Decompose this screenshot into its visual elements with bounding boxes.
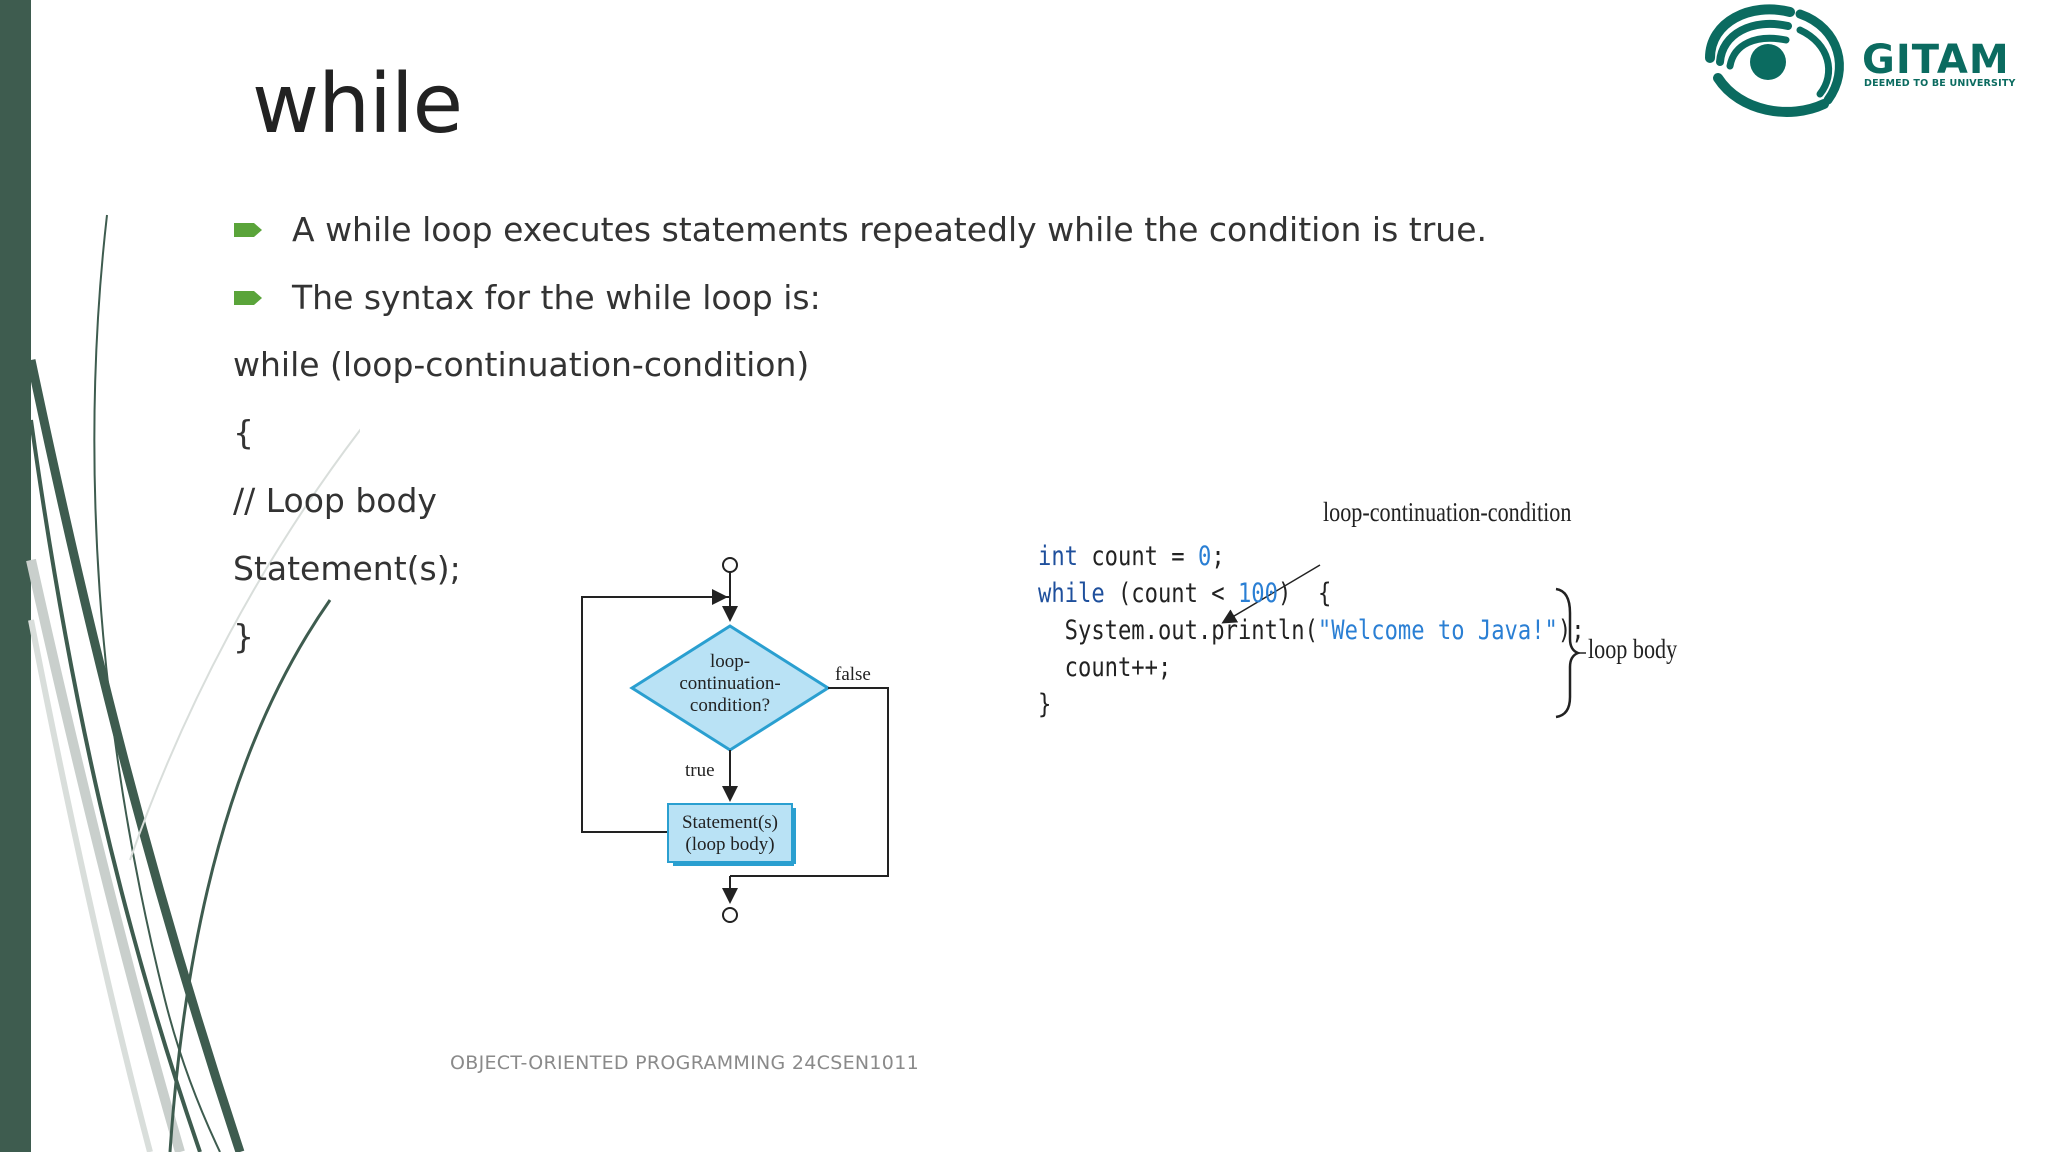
syntax-line: { xyxy=(233,413,254,452)
syntax-line: } xyxy=(233,617,254,656)
statement-label-2: (loop body) xyxy=(685,834,774,855)
statement-label-1: Statement(s) xyxy=(682,812,778,833)
syntax-line: while (loop-continuation-condition) xyxy=(233,345,810,384)
annotation-lines xyxy=(1221,564,1586,719)
condition-label-2: continuation- xyxy=(679,673,780,694)
gitam-logo-emblem-icon xyxy=(1705,4,1844,117)
code-literal: 100 xyxy=(1237,578,1278,609)
code-line-3: System.out.println("Welcome to Java!"); xyxy=(1038,615,1585,646)
true-label: true xyxy=(685,760,715,781)
syntax-line: // Loop body xyxy=(233,481,437,520)
left-accent-bar xyxy=(0,0,31,1152)
end-node xyxy=(722,907,738,923)
decorative-leaf-lines xyxy=(26,214,360,1152)
start-node xyxy=(722,557,738,573)
code-text: ; xyxy=(1211,541,1225,572)
bullet-text: A while loop executes statements repeate… xyxy=(292,210,1487,249)
code-line-2: while (count < 100) { xyxy=(1038,578,1331,609)
arrow-bullet-icon xyxy=(234,290,262,305)
code-line-5: } xyxy=(1038,689,1052,720)
logo-tagline: DEEMED TO BE UNIVERSITY xyxy=(1864,78,2016,89)
code-keyword: while xyxy=(1038,578,1105,609)
false-label: false xyxy=(835,664,871,685)
logo-wordmark: GITAM xyxy=(1862,37,2010,83)
arrow-bullet-icon xyxy=(234,222,262,237)
bullet-item-2: The syntax for the while loop is: xyxy=(234,278,821,317)
syntax-line: Statement(s); xyxy=(233,549,461,588)
while-loop-flowchart: loop- continuation- condition? true fals… xyxy=(581,557,889,923)
slide-title: while xyxy=(252,57,463,152)
code-line-1: int count = 0; xyxy=(1038,541,1225,572)
statement-box xyxy=(667,803,793,863)
code-line-4: count++; xyxy=(1038,652,1172,683)
code-text: ) { xyxy=(1277,578,1332,609)
condition-label-1: loop- xyxy=(710,651,750,672)
code-text: (count < xyxy=(1104,578,1238,609)
bullet-text: The syntax for the while loop is: xyxy=(292,278,821,317)
code-literal: "Welcome to Java!" xyxy=(1317,615,1558,646)
code-text: System.out.println( xyxy=(1038,615,1318,646)
code-text: ); xyxy=(1557,615,1585,646)
code-keyword: int xyxy=(1038,541,1079,572)
annotation-loop-body: loop body xyxy=(1588,634,1678,664)
code-text: count = xyxy=(1078,541,1198,572)
bullet-item-1: A while loop executes statements repeate… xyxy=(234,210,1487,249)
annotation-condition: loop-continuation-condition xyxy=(1323,497,1572,527)
slide-footer: OBJECT-ORIENTED PROGRAMMING 24CSEN1011 xyxy=(450,1052,919,1074)
condition-label-3: condition? xyxy=(690,695,770,716)
code-literal: 0 xyxy=(1197,541,1212,572)
java-code-example: loop-continuation-condition loop body in… xyxy=(1038,497,1678,733)
